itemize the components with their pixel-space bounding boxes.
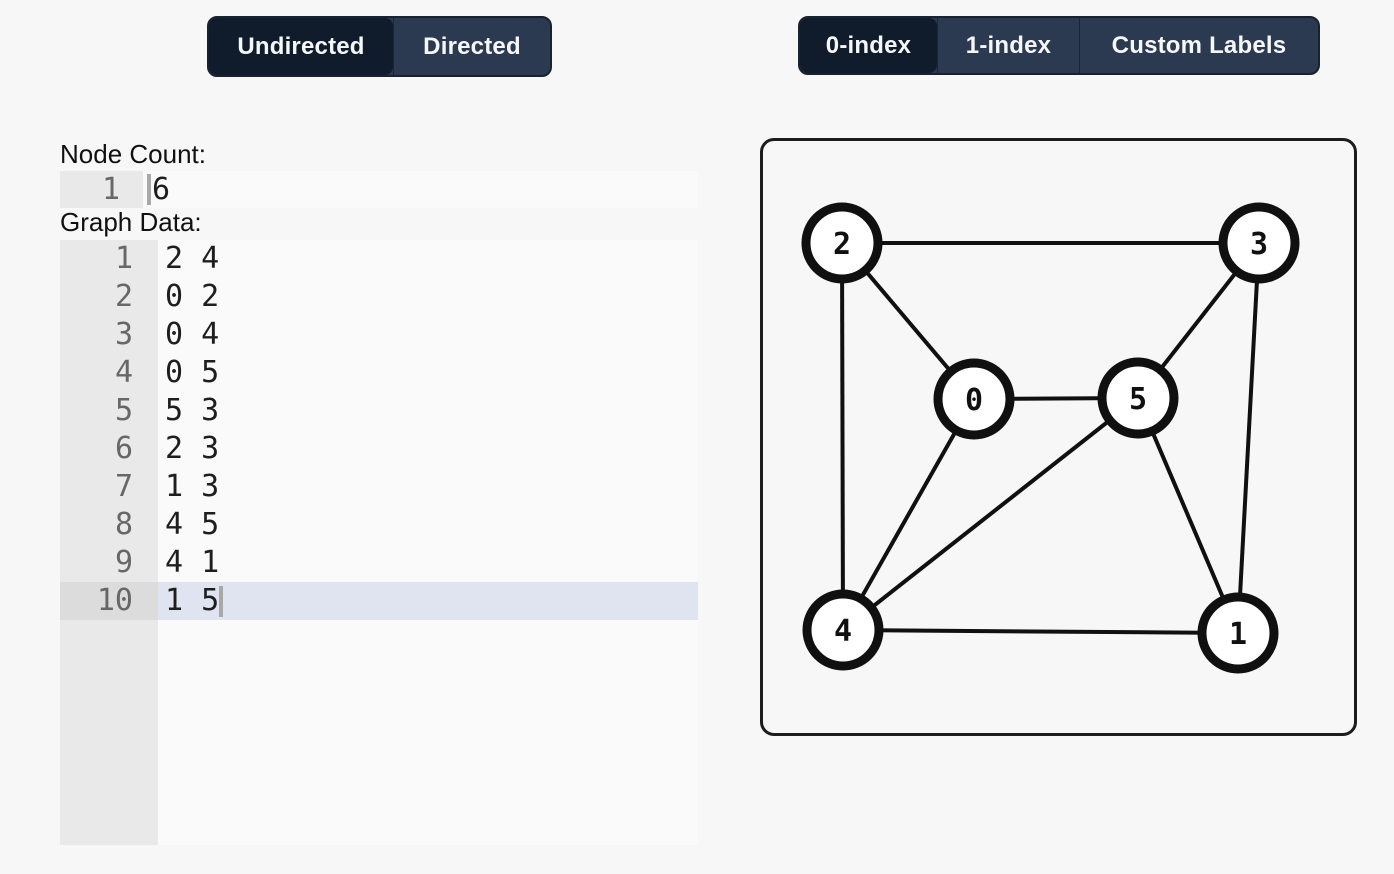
- edge-text: 2 3: [165, 431, 220, 466]
- node-4[interactable]: [802, 589, 884, 671]
- node-0[interactable]: [933, 358, 1015, 440]
- node-count-input[interactable]: 6: [143, 171, 698, 208]
- edge-text: 0 5: [165, 355, 220, 390]
- node-label-0: 0: [965, 383, 983, 418]
- node-5[interactable]: [1097, 357, 1179, 439]
- toggle-custom-labels[interactable]: Custom Labels: [1079, 18, 1318, 73]
- gutter-filler: [60, 620, 158, 845]
- node-label-4: 4: [834, 614, 852, 649]
- edge-text: 5 3: [165, 393, 220, 428]
- line-number: 2: [60, 278, 158, 316]
- node-label-1: 1: [1229, 617, 1247, 652]
- edge-text: 1 3: [165, 469, 220, 504]
- edge-input[interactable]: 0 5: [158, 354, 698, 392]
- line-number: 1: [60, 171, 143, 208]
- node-3[interactable]: [1218, 202, 1300, 284]
- indexing-toggle: 0-index 1-index Custom Labels: [798, 16, 1320, 75]
- edge-1-3: [1236, 242, 1261, 634]
- edge-2-4: [840, 242, 845, 631]
- graph-canvas-panel: 0 1 2 3 4 5: [760, 138, 1357, 736]
- edge-input[interactable]: 2 3: [158, 430, 698, 468]
- edge-text: 0 4: [165, 317, 220, 352]
- text-cursor: [219, 585, 224, 617]
- graph-data-label: Graph Data:: [60, 207, 202, 237]
- line-number: 1: [60, 240, 158, 278]
- line-number: 4: [60, 354, 158, 392]
- edge-text: 4 5: [165, 507, 220, 542]
- text-cursor: [147, 174, 151, 205]
- editor-empty-area[interactable]: [60, 620, 698, 845]
- edge-text: 0 2: [165, 279, 220, 314]
- edge-input[interactable]: 0 2: [158, 278, 698, 316]
- node-count-label: Node Count:: [60, 139, 206, 169]
- line-number: 9: [60, 544, 158, 582]
- node-count-editor[interactable]: 1 6: [60, 171, 698, 208]
- toggle-1-index[interactable]: 1-index: [937, 18, 1079, 73]
- line-number: 8: [60, 506, 158, 544]
- edge-text: 2 4: [165, 241, 220, 276]
- line-number: 10: [60, 582, 158, 620]
- toggle-directed[interactable]: Directed: [393, 18, 550, 75]
- edge-1-5: [1136, 397, 1240, 634]
- toggle-undirected[interactable]: Undirected: [209, 18, 393, 75]
- edge-input[interactable]: 0 4: [158, 316, 698, 354]
- edge-input[interactable]: 2 4: [158, 240, 698, 278]
- edge-0-4: [841, 398, 976, 631]
- node-2[interactable]: [801, 202, 883, 284]
- direction-toggle: Undirected Directed: [207, 16, 552, 77]
- edge-text: 1 5: [165, 583, 220, 618]
- edge-4-1: [842, 628, 1239, 635]
- edge-4-5: [841, 396, 1140, 632]
- content-filler: [158, 620, 698, 845]
- toggle-0-index[interactable]: 0-index: [800, 18, 937, 73]
- line-number: 5: [60, 392, 158, 430]
- edge-input[interactable]: 4 1: [158, 544, 698, 582]
- edge-input[interactable]: 1 5: [158, 582, 698, 620]
- graph-svg[interactable]: 0 1 2 3 4 5: [763, 141, 1354, 733]
- node-label-3: 3: [1250, 227, 1268, 262]
- edge-input[interactable]: 4 5: [158, 506, 698, 544]
- line-number: 3: [60, 316, 158, 354]
- node-count-value: 6: [152, 172, 171, 207]
- line-number: 6: [60, 430, 158, 468]
- node-1[interactable]: [1197, 592, 1279, 674]
- edge-input[interactable]: 1 3: [158, 468, 698, 506]
- edge-input[interactable]: 5 3: [158, 392, 698, 430]
- edge-text: 4 1: [165, 545, 220, 580]
- node-label-2: 2: [833, 227, 851, 262]
- node-label-5: 5: [1129, 382, 1147, 417]
- line-number: 7: [60, 468, 158, 506]
